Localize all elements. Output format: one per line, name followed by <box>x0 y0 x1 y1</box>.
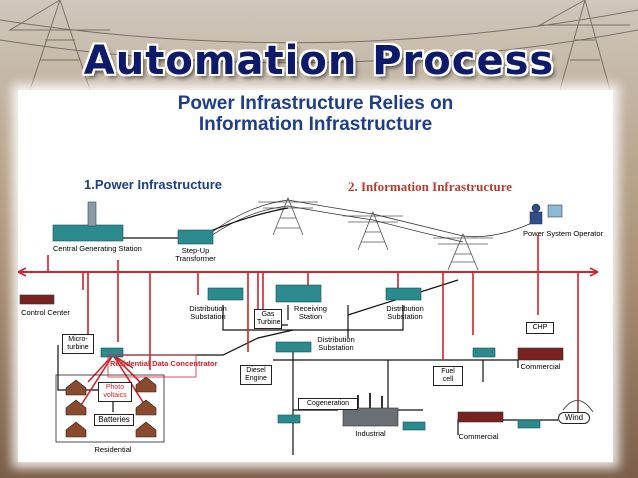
residential-data-concentrator-label: Residential Data Concentrator <box>110 359 218 368</box>
central-generating-station-label: Central Generating Station <box>53 244 142 253</box>
batteries-box: Batteries <box>94 414 134 426</box>
microturbine-transformer-icon <box>100 347 124 358</box>
control-center-icon <box>19 294 55 305</box>
transmission-towers <box>207 196 539 271</box>
distribution-substation-center-icon <box>275 341 312 353</box>
step-up-transformer-label: Step-Up Transformer <box>175 246 216 263</box>
photovoltaics-box: Photo voltaics <box>98 382 132 402</box>
infrastructure-diagram <box>18 196 599 455</box>
cogeneration-box: Cogeneration <box>298 398 358 410</box>
wind-box: Wind <box>558 412 590 424</box>
slide-title: Automation Process <box>83 38 555 84</box>
commercial-building-icon <box>517 347 564 361</box>
power-infrastructure-label: 1.Power Infrastructure <box>84 177 222 192</box>
distribution-substation-icon <box>385 287 422 301</box>
heading-line-1: Power Infrastructure Relies on <box>177 93 454 114</box>
information-network <box>18 235 599 420</box>
equipment <box>52 201 541 431</box>
power-system-operator-label: Power System Operator <box>522 229 604 238</box>
gas-turbine-box: Gas Turbine <box>254 309 282 329</box>
step-up-transformer-icon <box>177 229 214 245</box>
commercial-building-icon <box>457 411 504 423</box>
commercial-bottom-label: Commercial <box>458 432 499 441</box>
buildings <box>19 294 564 427</box>
distribution-substation-left-label: Distribution Substation <box>189 304 227 321</box>
fuel-cell-box: Fuel cell <box>433 366 463 386</box>
residential-houses <box>65 376 157 438</box>
receiving-station-icon <box>275 284 322 303</box>
information-infrastructure-label: 2. Information Infrastructure <box>348 179 513 194</box>
distribution-substation-center-label: Distribution Substation <box>317 335 355 352</box>
microturbine-box: Micro-turbine <box>62 334 94 354</box>
operator-icon <box>529 203 563 225</box>
residential-area-box <box>55 374 165 443</box>
diesel-engine-box: Diesel Engine <box>240 365 272 385</box>
residential-label: Residential <box>94 445 132 454</box>
industrial-plant-icon <box>342 407 399 427</box>
industrial-label: Industrial <box>355 429 386 438</box>
diagram-panel: Power Infrastructure Relies on Informati… <box>18 90 613 462</box>
central-generating-station-icon <box>52 224 124 242</box>
chp-box: CHP <box>526 322 554 334</box>
distribution-substation-icon <box>207 287 244 301</box>
distribution-substation-right-label: Distribution Substation <box>386 304 424 321</box>
heading-line-2: Information Infrastructure <box>198 114 433 135</box>
commercial-right-label: Commercial <box>520 362 561 371</box>
control-center-label: Control Center <box>21 308 70 317</box>
receiving-station-label: Receiving Station <box>294 304 327 321</box>
